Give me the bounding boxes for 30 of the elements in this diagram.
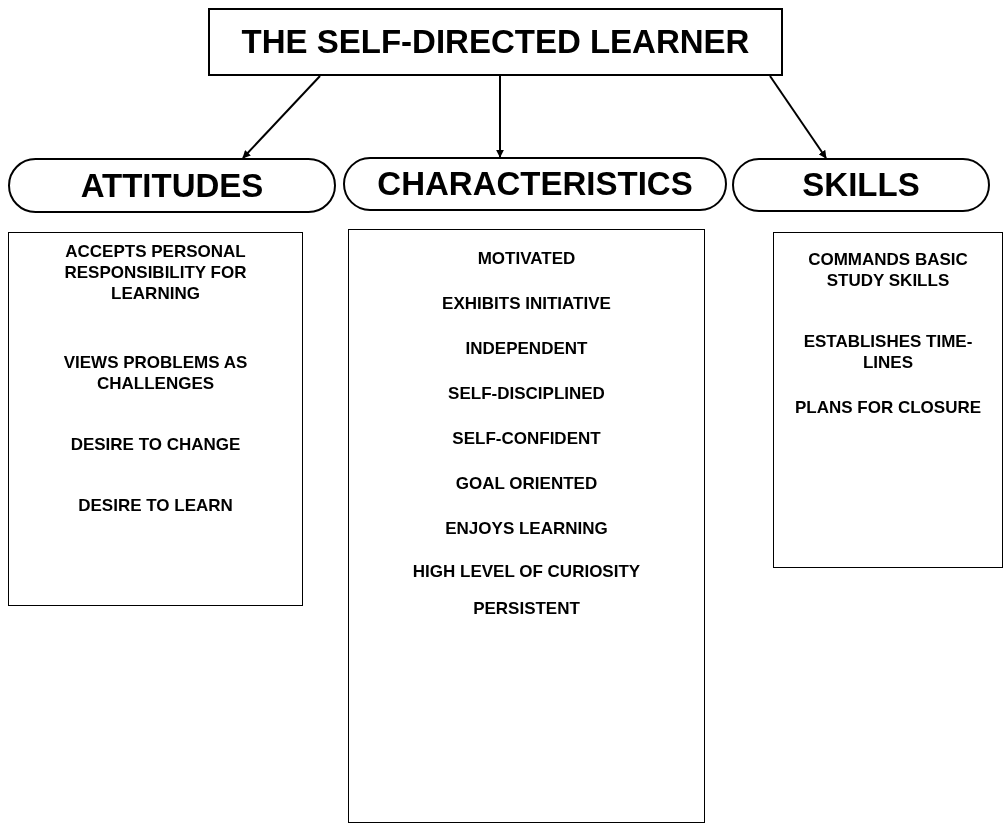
list-item: MOTIVATED <box>477 248 576 269</box>
list-item: ACCEPTS PERSONAL RESPONSIBILITY FOR LEARNING <box>63 241 248 304</box>
list-item: PLANS FOR CLOSURE <box>794 397 982 418</box>
category-pill <box>8 158 336 213</box>
list-item: SELF-CONFIDENT <box>452 428 601 449</box>
title-box <box>208 8 783 76</box>
category-pill <box>732 158 990 212</box>
list-item: VIEWS PROBLEMS AS CHALLENGES <box>62 352 249 394</box>
category-pill <box>343 157 727 211</box>
arrow <box>769 75 827 159</box>
category-label: SKILLS <box>802 166 920 204</box>
list-item: HIGH LEVEL OF CURIOSITY <box>412 561 641 582</box>
list-item: EXHIBITS INITIATIVE <box>442 293 611 314</box>
list-item: DESIRE TO LEARN <box>78 495 233 516</box>
list-item: ESTABLISHES TIME-LINES <box>802 331 974 373</box>
list-item: PERSISTENT <box>473 598 580 619</box>
list-item: GOAL ORIENTED <box>455 473 598 494</box>
list-box <box>348 229 705 823</box>
category-label: ATTITUDES <box>80 166 264 205</box>
category-label: CHARACTERISTICS <box>377 165 693 203</box>
list-item: INDEPENDENT <box>465 338 588 359</box>
list-box <box>773 232 1003 568</box>
list-item: SELF-DISCIPLINED <box>448 383 605 404</box>
list-item: ENJOYS LEARNING <box>445 518 608 539</box>
arrow <box>242 75 321 159</box>
arrow <box>496 75 504 158</box>
title-text: THE SELF-DIRECTED LEARNER <box>241 23 750 61</box>
list-box <box>8 232 303 606</box>
list-item: DESIRE TO CHANGE <box>70 434 241 455</box>
list-item: COMMANDS BASIC STUDY SKILLS <box>807 249 969 291</box>
